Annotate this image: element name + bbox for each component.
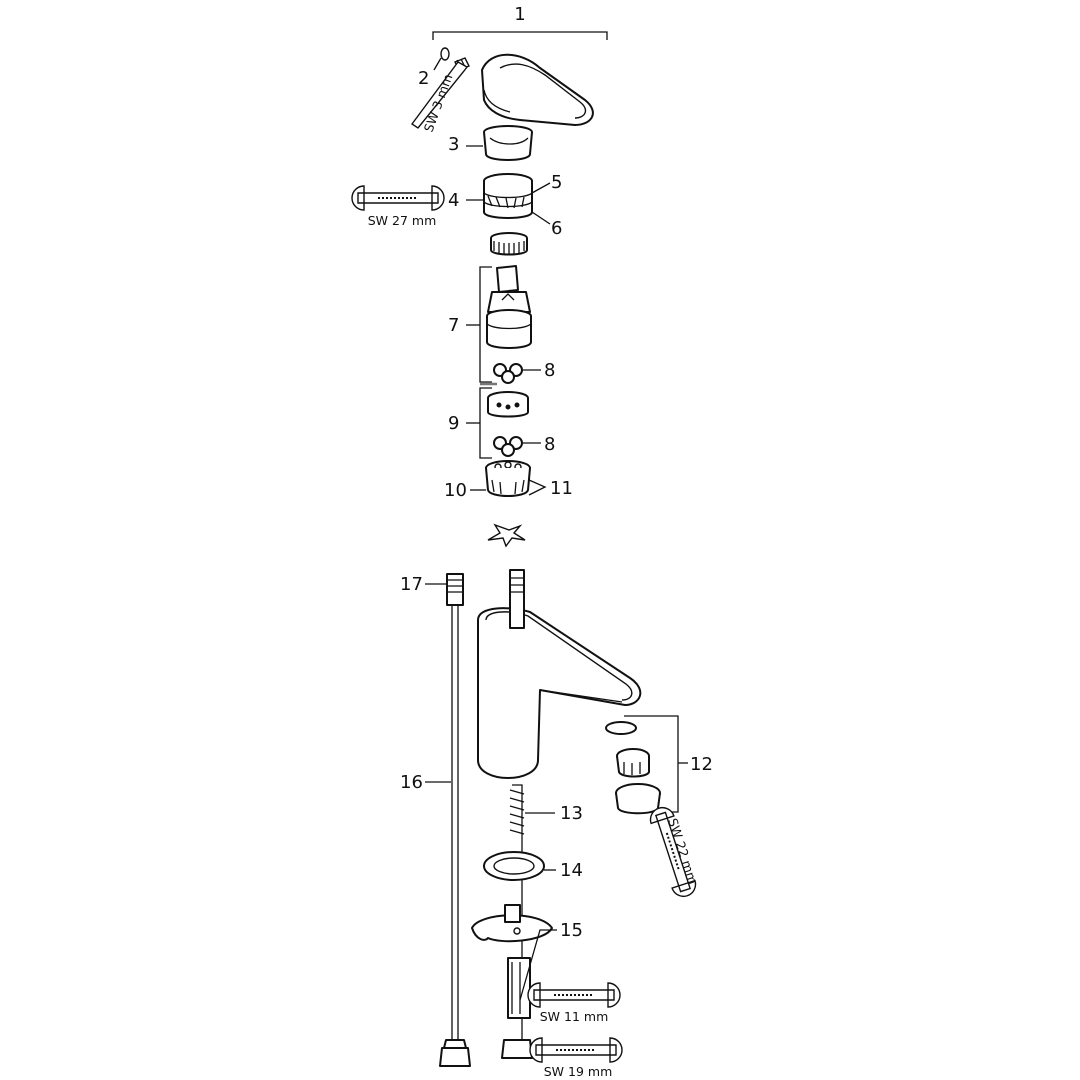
- cartridge: [479, 265, 532, 383]
- label-1: 1: [514, 4, 525, 25]
- label-13: 13: [560, 803, 583, 824]
- fixing-nut: [501, 957, 533, 1059]
- ceramic-disc-group: [479, 387, 529, 459]
- wrench-11: [527, 982, 621, 1008]
- wrench-11-size: SW 11 mm: [540, 1009, 609, 1024]
- label-15: 15: [560, 920, 583, 941]
- label-8-lower: 8: [544, 434, 555, 455]
- label-5: 5: [551, 172, 562, 193]
- lever-handle: [481, 53, 594, 126]
- aerator-set: [605, 715, 679, 815]
- wrench-19: [529, 1037, 623, 1063]
- label-10: 10: [444, 480, 467, 501]
- cartridge-base: [485, 460, 531, 497]
- hex-key: [410, 61, 469, 129]
- seal-set-upper: [493, 363, 523, 384]
- label-8-upper: 8: [544, 360, 555, 381]
- label-3: 3: [448, 134, 459, 155]
- cartridge-nut: [483, 173, 533, 219]
- label-6: 6: [551, 218, 562, 239]
- wrench-27: [351, 185, 445, 211]
- cover-sleeve: [483, 125, 533, 161]
- seal-set-lower: [493, 436, 523, 457]
- label-7: 7: [448, 315, 459, 336]
- rubber-washer: [483, 851, 545, 881]
- wrench-27-size: SW 27 mm: [368, 213, 437, 228]
- label-16: 16: [400, 772, 423, 793]
- label-14: 14: [560, 860, 583, 881]
- label-17: 17: [400, 574, 423, 595]
- star-clip: [487, 523, 526, 548]
- flexible-hose: [439, 573, 471, 1067]
- label-11: 11: [550, 478, 573, 499]
- handle-group: 1 2 SW 3 mm 3: [410, 4, 608, 161]
- serrated-ring: [490, 232, 528, 256]
- faucet-body: [477, 607, 642, 779]
- label-12: 12: [690, 754, 713, 775]
- wrench-19-size: SW 19 mm: [544, 1064, 613, 1079]
- label-2: 2: [418, 68, 429, 89]
- label-4: 4: [448, 190, 459, 211]
- label-9: 9: [448, 413, 459, 434]
- fixing-plate: [471, 904, 553, 943]
